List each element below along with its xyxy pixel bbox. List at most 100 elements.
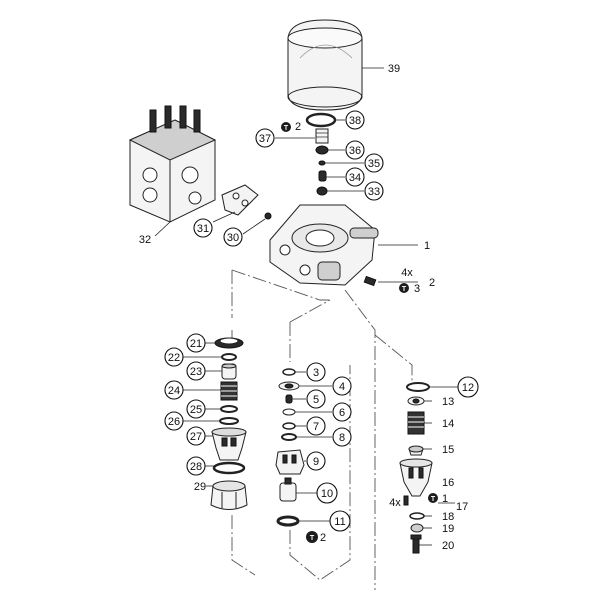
- callout-37: 37: [255, 128, 275, 148]
- svg-text:3: 3: [313, 367, 319, 379]
- chain-line-left-bottom: [231, 515, 256, 576]
- svg-text:23: 23: [190, 366, 202, 378]
- part-37-fitting: [275, 128, 329, 144]
- svg-text:28: 28: [190, 461, 202, 473]
- torque-marker-1: T 1: [428, 493, 448, 505]
- svg-text:35: 35: [368, 158, 380, 170]
- callout-31: 31: [193, 218, 213, 238]
- left-column-leaders: [183, 342, 222, 467]
- part-16-valve-housing: [399, 458, 433, 497]
- callout-24: 24: [164, 380, 184, 400]
- svg-text:11: 11: [334, 516, 345, 528]
- label-20: 20: [442, 540, 454, 552]
- torque-marker-3: T: [399, 283, 409, 293]
- callout-5: 5: [306, 389, 326, 409]
- part-39-filter-cartridge: [287, 19, 384, 111]
- label-32: 32: [139, 234, 151, 246]
- callout-10: 10: [316, 482, 338, 504]
- part-7-o-ring: [282, 422, 306, 430]
- chain-line-left-top: [231, 269, 331, 323]
- label-3: 3: [414, 283, 420, 295]
- part-23-piston: [221, 363, 237, 380]
- callout-8: 8: [332, 427, 352, 447]
- part-38-o-ring: [305, 112, 345, 128]
- part-26-o-ring: [219, 417, 239, 425]
- label-18: 18: [442, 511, 454, 523]
- part-1-main-housing: [269, 204, 418, 286]
- svg-text:10: 10: [321, 488, 333, 500]
- svg-text:6: 6: [339, 407, 345, 419]
- part-17-screw: [403, 495, 455, 506]
- callout-6: 6: [332, 402, 352, 422]
- part-21-seal: [214, 337, 244, 349]
- part-29-cover: [206, 480, 248, 510]
- label-29: 29: [194, 481, 206, 493]
- callout-33: 33: [364, 181, 384, 201]
- callout-12: 12: [457, 376, 479, 398]
- part-10-plunger: [279, 477, 317, 502]
- callout-35: 35: [364, 153, 384, 173]
- part-15-piston: [408, 445, 432, 456]
- svg-text:5: 5: [313, 394, 319, 406]
- svg-text:36: 36: [349, 145, 361, 157]
- part-13-seat: [407, 396, 432, 406]
- chain-line-right-in: [374, 334, 413, 382]
- callout-7: 7: [306, 416, 326, 436]
- part-36-seal: [315, 145, 345, 155]
- svg-text:9: 9: [313, 456, 319, 468]
- svg-text:T: T: [402, 286, 407, 293]
- qty-4x-bolts: 4x: [401, 267, 413, 279]
- part-28-o-ring: [212, 461, 246, 475]
- svg-text:4: 4: [339, 381, 345, 393]
- part-8-o-ring: [281, 433, 332, 441]
- part-20-bolt: [410, 534, 432, 554]
- chain-line-mid: [289, 365, 351, 581]
- svg-text:12: 12: [462, 382, 474, 394]
- svg-text:22: 22: [168, 352, 180, 364]
- svg-text:24: 24: [168, 385, 180, 397]
- label-17: 17: [456, 501, 468, 513]
- label-15: 15: [442, 444, 454, 456]
- part-4-seal: [278, 381, 332, 391]
- part-19-cap: [410, 523, 432, 533]
- callout-21: 21: [186, 333, 206, 353]
- part-25-o-ring: [220, 405, 238, 413]
- part-6-washer: [282, 408, 332, 416]
- part-5-pin: [285, 394, 306, 404]
- svg-text:31: 31: [197, 223, 209, 235]
- part-14-spring: [407, 411, 432, 435]
- callout-23: 23: [186, 361, 206, 381]
- label-2: 2: [429, 277, 435, 289]
- torque-marker-2-top: T 2: [281, 121, 301, 133]
- callout-27: 27: [186, 426, 206, 446]
- label-19: 19: [442, 523, 454, 535]
- part-22-ring: [221, 353, 237, 361]
- part-9-valve-body: [275, 449, 306, 475]
- callout-30: 30: [223, 227, 243, 247]
- part-32-valve-block: [128, 105, 217, 237]
- callout-3: 3: [306, 362, 326, 382]
- part-33-seal: [316, 186, 364, 196]
- svg-text:T: T: [310, 535, 315, 542]
- torque-marker-2-bottom: T 2: [306, 531, 326, 544]
- svg-text:27: 27: [190, 431, 202, 443]
- svg-text:21: 21: [190, 338, 202, 350]
- part-27-valve-insert: [211, 427, 247, 461]
- svg-text:7: 7: [313, 421, 319, 433]
- label-1: 1: [424, 240, 430, 252]
- callout-36: 36: [345, 140, 365, 160]
- assembly-chain-lines: [231, 269, 413, 590]
- svg-text:26: 26: [168, 416, 180, 428]
- svg-text:37: 37: [259, 133, 271, 145]
- callout-38: 38: [345, 110, 365, 130]
- callout-22: 22: [164, 347, 184, 367]
- svg-text:2: 2: [295, 121, 301, 133]
- part-30-screw: [242, 212, 272, 235]
- part-31-gasket: [212, 184, 259, 223]
- callout-9: 9: [306, 451, 326, 471]
- callout-11: 11: [329, 510, 351, 532]
- callout-34: 34: [345, 167, 365, 187]
- qty-4x-screws: 4x: [389, 497, 401, 509]
- part-18-washer: [409, 512, 432, 520]
